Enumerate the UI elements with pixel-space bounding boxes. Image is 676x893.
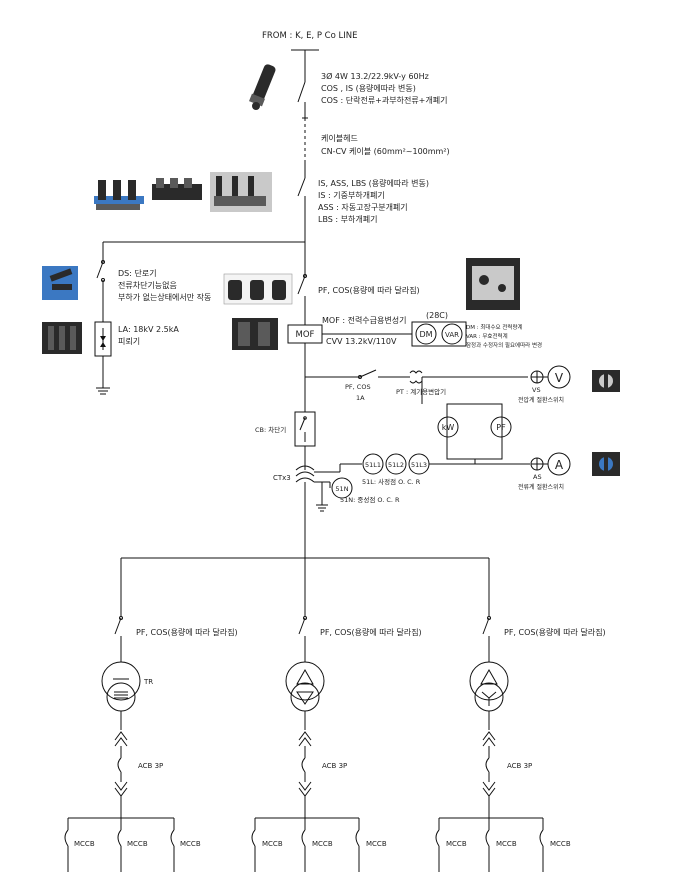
relay-51n (331, 477, 353, 499)
switch-line-1: IS, ASS, LBS (용량에따라 변동) (318, 178, 429, 188)
switch-photo-2 (150, 176, 206, 206)
kw-label: kW (442, 423, 455, 432)
pf-main-symbol (297, 274, 307, 325)
la-photo (42, 322, 82, 354)
feeder-2 (251, 558, 360, 872)
vs-photo (584, 366, 626, 396)
mof-photo (232, 318, 278, 350)
as-photo (584, 448, 626, 480)
cos-line-2: COS , IS (용량에따라 변동) (321, 83, 416, 93)
la-line-1: LA: 18kV 2.5kA (118, 325, 179, 334)
is-switch-symbol (297, 177, 306, 242)
relay-51l3-label: 51L3 (411, 461, 427, 469)
feeder-2-mccb-1: MCCB (262, 840, 283, 848)
cable-line-2: CN-CV 케이블 (60mm²~100mm²) (321, 146, 450, 156)
ct-label: CTx3 (273, 474, 291, 482)
as-desc: 전류계 절환스위치 (518, 483, 564, 491)
feeder-3-mccb-1: MCCB (446, 840, 467, 848)
ds-photo (42, 266, 78, 300)
voltmeter-label: V (555, 371, 564, 385)
kw-meter (437, 416, 459, 438)
meter-note-2: VAR : 무효전력계 (466, 332, 508, 340)
pt-pf-label: PF, COS (345, 383, 371, 391)
la-symbol (94, 321, 112, 395)
relay-51l2 (385, 453, 407, 475)
feeder-3-mccb-3: MCCB (550, 840, 571, 848)
feeder-2-mccb-2: MCCB (312, 840, 333, 848)
feeder-1-mccb-1: MCCB (74, 840, 95, 848)
mof-cable: CVV 13.2kV/110V (326, 337, 397, 346)
feeder-1 (64, 558, 175, 872)
pf-photo (223, 273, 293, 305)
switch-line-2: IS : 기중부하개폐기 (318, 190, 385, 200)
feeder-3-mccb-2: MCCB (496, 840, 517, 848)
feeder-1-mccb-2: MCCB (127, 840, 148, 848)
pt-label: PT : 계기용변압기 (396, 387, 446, 396)
feeder-3 (435, 558, 544, 872)
feeder-2-acb-label: ACB 3P (322, 762, 347, 770)
switch-photo-3 (210, 172, 272, 212)
ct-symbol (295, 465, 315, 483)
ds-line-2: 전류차단기능없음 (118, 280, 177, 290)
voltmeter (547, 365, 571, 389)
cb-label: CB: 차단기 (255, 425, 286, 434)
feeder-2-pf-label: PF, COS(용량에 따라 달라짐) (320, 627, 422, 637)
cos-photo (246, 62, 280, 116)
var-meter (441, 323, 463, 345)
neutral-desc: 51N: 중성점 O. C. R (340, 495, 400, 504)
relay-desc: 51L: 사정점 O. C. R (362, 477, 421, 486)
mof-box-label: MOF (296, 330, 315, 340)
relay-51l1-label: 51L1 (365, 461, 381, 469)
switch-line-3: ASS : 자동고장구분개폐기 (318, 202, 408, 212)
feeder-3-acb-label: ACB 3P (507, 762, 532, 770)
relay-51l1 (362, 453, 384, 475)
as-label: AS (533, 473, 542, 481)
source-label: FROM : K, E, P Co LINE (262, 31, 357, 41)
relay-51l2-label: 51L2 (388, 461, 404, 469)
pt-symbol (409, 370, 528, 384)
ds-switch-symbol (96, 260, 105, 322)
feeder-3-pf-label: PF, COS(용량에 따라 달라짐) (504, 627, 606, 637)
meter-note-1: DM : 최대수요 전력량계 (466, 323, 523, 331)
pf-meter (490, 416, 512, 438)
feeder-1-pf-label: PF, COS(용량에 따라 달라짐) (136, 627, 238, 637)
cos-switch-symbol (297, 81, 306, 118)
relay-51n-label: 51N (335, 485, 348, 493)
ds-line-3: 부하가 없는상태에서만 작동 (118, 292, 211, 302)
cos-line-3: COS : 단락전류+과부하전류+개폐기 (321, 95, 447, 105)
mof-desc: MOF : 전력수급용변성기 (322, 315, 406, 325)
vs-desc: 전압계 절환스위치 (518, 396, 564, 404)
ammeter-label: A (555, 458, 564, 472)
meter-photo (466, 258, 520, 310)
ammeter (547, 452, 571, 476)
feeder-1-mccb-3: MCCB (180, 840, 201, 848)
mof-code: (28C) (426, 311, 448, 320)
la-line-2: 피뢰기 (118, 337, 140, 346)
dm-label: DM (419, 330, 432, 339)
var-label: VAR (445, 331, 459, 339)
vs-label: VS (532, 386, 541, 394)
cos-line-1: 3Ø 4W 13.2/22.9kV-y 60Hz (321, 71, 429, 81)
feeder-1-acb-label: ACB 3P (138, 762, 163, 770)
feeder-2-mccb-3: MCCB (366, 840, 387, 848)
switch-line-4: LBS : 부하개폐기 (318, 214, 377, 224)
pf-meter-label: PF (496, 423, 506, 432)
dm-meter (415, 323, 437, 345)
cable-line-1: 케이블헤드 (321, 133, 358, 143)
meter-note-3: 잠정과 수정자의 필요에따라 변경 (466, 341, 542, 349)
feeder-1-tr-label: TR (143, 678, 153, 686)
ds-line-1: DS: 단로기 (118, 268, 157, 278)
pt-pf-rating: 1A (356, 394, 365, 402)
pf-main-label: PF, COS(용량에 따라 달라짐) (318, 285, 420, 295)
pt-fuse-symbol (358, 369, 410, 379)
switch-photo-1 (92, 176, 148, 214)
